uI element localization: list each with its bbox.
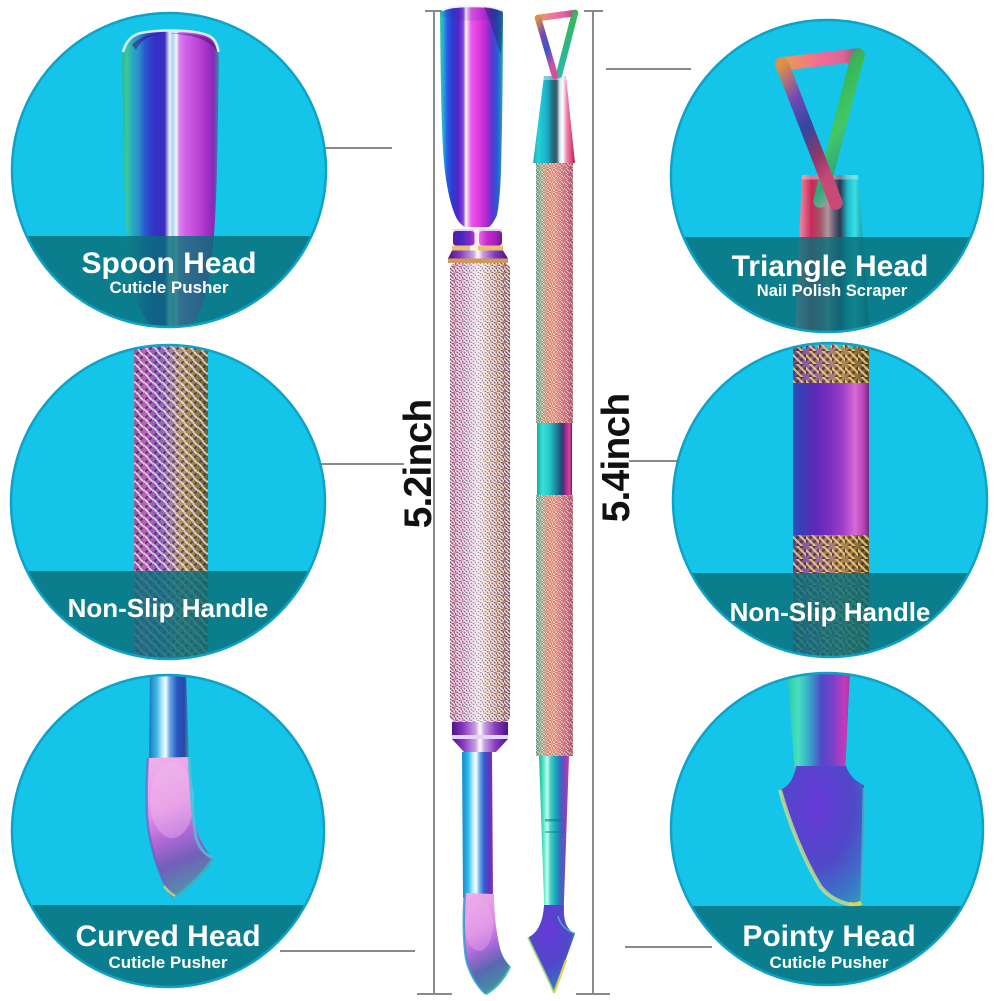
svg-text:Triangle Head: Triangle Head — [732, 250, 929, 283]
svg-text:Spoon Head: Spoon Head — [81, 247, 256, 280]
svg-text:Non-Slip Handle: Non-Slip Handle — [68, 593, 269, 623]
svg-text:5.4inch: 5.4inch — [595, 394, 638, 523]
svg-text:Cuticle Pusher: Cuticle Pusher — [769, 953, 888, 972]
svg-text:Curved Head: Curved Head — [75, 920, 260, 953]
svg-text:Nail Polish Scraper: Nail Polish Scraper — [757, 282, 908, 300]
svg-text:5.2inch: 5.2inch — [397, 400, 440, 529]
svg-text:Pointy Head: Pointy Head — [742, 920, 915, 953]
svg-text:Non-Slip Handle: Non-Slip Handle — [730, 597, 931, 627]
svg-text:Cuticle Pusher: Cuticle Pusher — [108, 953, 227, 972]
svg-text:Cuticle Pusher: Cuticle Pusher — [109, 278, 228, 297]
